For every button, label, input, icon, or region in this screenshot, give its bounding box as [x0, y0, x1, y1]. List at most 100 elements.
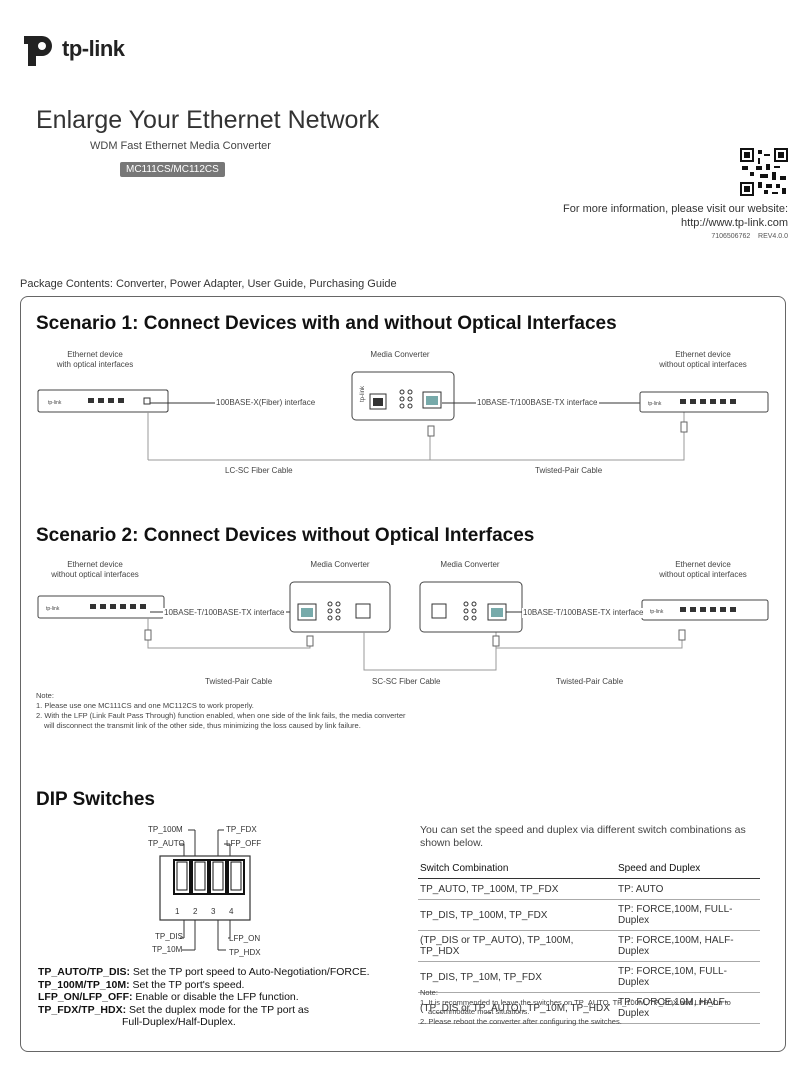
dip-label-tp10m: TP_10M	[152, 945, 183, 954]
col-header-speed: Speed and Duplex	[616, 859, 760, 879]
note-2b: will disconnect the transmit link of the…	[44, 721, 361, 730]
s1-right-switch: tp-link	[639, 391, 769, 413]
dip-label-lfpoff: LFP_OFF	[226, 839, 262, 848]
switch-combination-table: Switch Combination Speed and Duplex TP_A…	[418, 859, 760, 1024]
s2-right-switch: tp-link	[641, 599, 769, 621]
dip-switch-2[interactable]	[191, 859, 209, 895]
dip-label-tp100m: TP_100M	[148, 825, 183, 834]
cell-speed: TP: FORCE,10M, FULL-Duplex	[616, 961, 760, 993]
s1-right-device-label: Ethernet device without optical interfac…	[640, 350, 766, 370]
dip-descriptions: TP_AUTO/TP_DIS: Set the TP port speed to…	[38, 966, 370, 1029]
table-note-heading: Note:	[420, 988, 438, 997]
dip-label-tpauto: TP_AUTO	[148, 839, 185, 848]
dip-number-1: 1	[175, 907, 180, 916]
website-link[interactable]: http://www.tp-link.com	[681, 217, 788, 229]
dip-number-2: 2	[193, 907, 198, 916]
scenario2-title: Scenario 2: Connect Devices without Opti…	[36, 525, 535, 546]
s2-right-cable-label: Twisted-Pair Cable	[556, 677, 624, 686]
dip-number-4: 4	[229, 907, 234, 916]
note-heading: Note:	[36, 691, 54, 700]
table-note-1b: accommodate most situations.	[428, 1007, 530, 1016]
s2-right-device-label: Ethernet device without optical interfac…	[640, 560, 766, 580]
page-subtitle: WDM Fast Ethernet Media Converter	[90, 140, 271, 152]
page-title: Enlarge Your Ethernet Network	[36, 106, 380, 134]
col-header-combination: Switch Combination	[418, 859, 616, 879]
qr-code-icon	[740, 148, 788, 196]
s2-mc1-label: Media Converter	[310, 560, 370, 569]
doc-number: 7106506762	[711, 233, 751, 240]
cell-combination: (TP_DIS or TP_AUTO), TP_10M, TP_HDX	[418, 992, 616, 1024]
logo-text: tp-link	[62, 36, 125, 61]
revision: REV4.0.0	[758, 233, 788, 240]
dip-switch-1[interactable]	[173, 859, 191, 895]
dip-switch-4[interactable]	[227, 859, 245, 895]
note-2a: 2. With the LFP (Link Fault Pass Through…	[36, 711, 406, 720]
dip-label-tphdx: TP_HDX	[229, 948, 261, 957]
dip-label-tpdis: TP_DIS	[155, 932, 184, 941]
s1-fiber-cable-label: LC-SC Fiber Cable	[225, 466, 293, 475]
table-note-1a: 1. It is recommended to leave the switch…	[420, 997, 731, 1007]
scenario1-title: Scenario 1: Connect Devices with and wit…	[36, 313, 617, 334]
dip-desc-4-key: TP_FDX/TP_HDX:	[38, 1003, 127, 1016]
dip-desc-1-key: TP_AUTO/TP_DIS:	[38, 966, 130, 978]
table-notes: Note: 1. It is recommended to leave the …	[420, 988, 760, 1026]
scenario2-diagram: tp-link tp-link	[37, 581, 769, 671]
s1-media-converter: tp-link	[351, 371, 455, 421]
svg-text:tp-link: tp-link	[650, 609, 664, 615]
svg-text:tp-link: tp-link	[46, 606, 60, 612]
s2-media-converter-2	[419, 581, 523, 633]
s2-mc2-label: Media Converter	[440, 560, 500, 569]
table-note-2: 2. Please reboot the converter after con…	[420, 1016, 622, 1026]
cell-speed: TP: FORCE,100M, FULL-Duplex	[616, 899, 760, 931]
s2-left-iface-label: 10BASE-T/100BASE-TX interface	[163, 608, 286, 618]
svg-text:tp-link: tp-link	[48, 400, 62, 406]
s2-left-cable-label: Twisted-Pair Cable	[205, 677, 273, 686]
dip-number-3: 3	[211, 907, 216, 916]
dip-desc-1: TP_AUTO/TP_DIS: Set the TP port speed to…	[38, 966, 370, 979]
cell-speed: TP: AUTO	[616, 878, 760, 900]
s2-media-converter-1	[289, 581, 391, 633]
table-header-row: Switch Combination Speed and Duplex	[418, 859, 760, 879]
dip-title: DIP Switches	[36, 789, 155, 810]
dip-desc-2-key: TP_100M/TP_10M:	[38, 978, 130, 991]
scenario-notes: Note: 1. Please use one MC111CS and one …	[36, 691, 406, 731]
s2-left-switch: tp-link	[37, 595, 165, 619]
note-1: 1. Please use one MC111CS and one MC112C…	[36, 701, 254, 710]
dip-desc-4-text: Set the duplex mode for the TP port as	[126, 1003, 309, 1016]
dip-desc-4: TP_FDX/TP_HDX: Set the duplex mode for t…	[38, 1004, 370, 1017]
dip-desc-2-text: Set the TP port's speed.	[129, 978, 245, 991]
s1-fiber-iface-label: 100BASE-X(Fiber) interface	[215, 398, 317, 408]
dip-label-lfpon: LFP_ON	[229, 934, 261, 943]
dip-desc-1-text: Set the TP port speed to Auto-Negotiatio…	[130, 966, 370, 978]
s1-right-label-line2: without optical interfaces	[659, 360, 747, 369]
s1-mc-label: Media Converter	[370, 350, 430, 359]
s2-left-device-label: Ethernet device without optical interfac…	[40, 560, 150, 580]
s1-right-label-line1: Ethernet device	[675, 350, 731, 359]
website-text: For more information, please visit our w…	[563, 203, 788, 215]
dip-desc-3: LFP_ON/LFP_OFF: Enable or disable the LF…	[38, 991, 370, 1004]
s2-right-label-line1: Ethernet device	[675, 560, 731, 569]
s1-tp-cable-label: Twisted-Pair Cable	[535, 466, 603, 475]
svg-text:tp-link: tp-link	[360, 385, 366, 402]
website-info: For more information, please visit our w…	[563, 202, 788, 230]
cell-combination: TP_DIS, TP_100M, TP_FDX	[418, 899, 616, 931]
dip-label-tpfdx: TP_FDX	[226, 825, 257, 834]
scenario1-diagram: tp-link tp-link tp-link	[37, 371, 769, 461]
s1-left-label-line1: Ethernet device	[67, 350, 123, 359]
package-contents: Package Contents: Converter, Power Adapt…	[20, 278, 397, 290]
cell-speed: TP: FORCE,10M, HALF-Duplex	[616, 992, 760, 1024]
s1-left-label-line2: with optical interfaces	[56, 360, 134, 369]
doc-code: 7106506762 REV4.0.0	[711, 233, 788, 240]
tp-link-logo: tp-link	[20, 30, 125, 68]
content-frame	[20, 296, 786, 1052]
dip-desc-3-key: LFP_ON/LFP_OFF:	[38, 991, 133, 1003]
table-intro: You can set the speed and duplex via dif…	[420, 824, 746, 849]
dip-desc-3-text: Enable or disable the LFP function.	[132, 991, 299, 1003]
cell-combination: (TP_DIS or TP_AUTO), TP_100M, TP_HDX	[418, 930, 616, 962]
s2-mid-cable-label: SC-SC Fiber Cable	[372, 677, 441, 686]
dip-switch-3[interactable]	[209, 859, 227, 895]
s2-left-label-line2: without optical interfaces	[51, 570, 139, 579]
